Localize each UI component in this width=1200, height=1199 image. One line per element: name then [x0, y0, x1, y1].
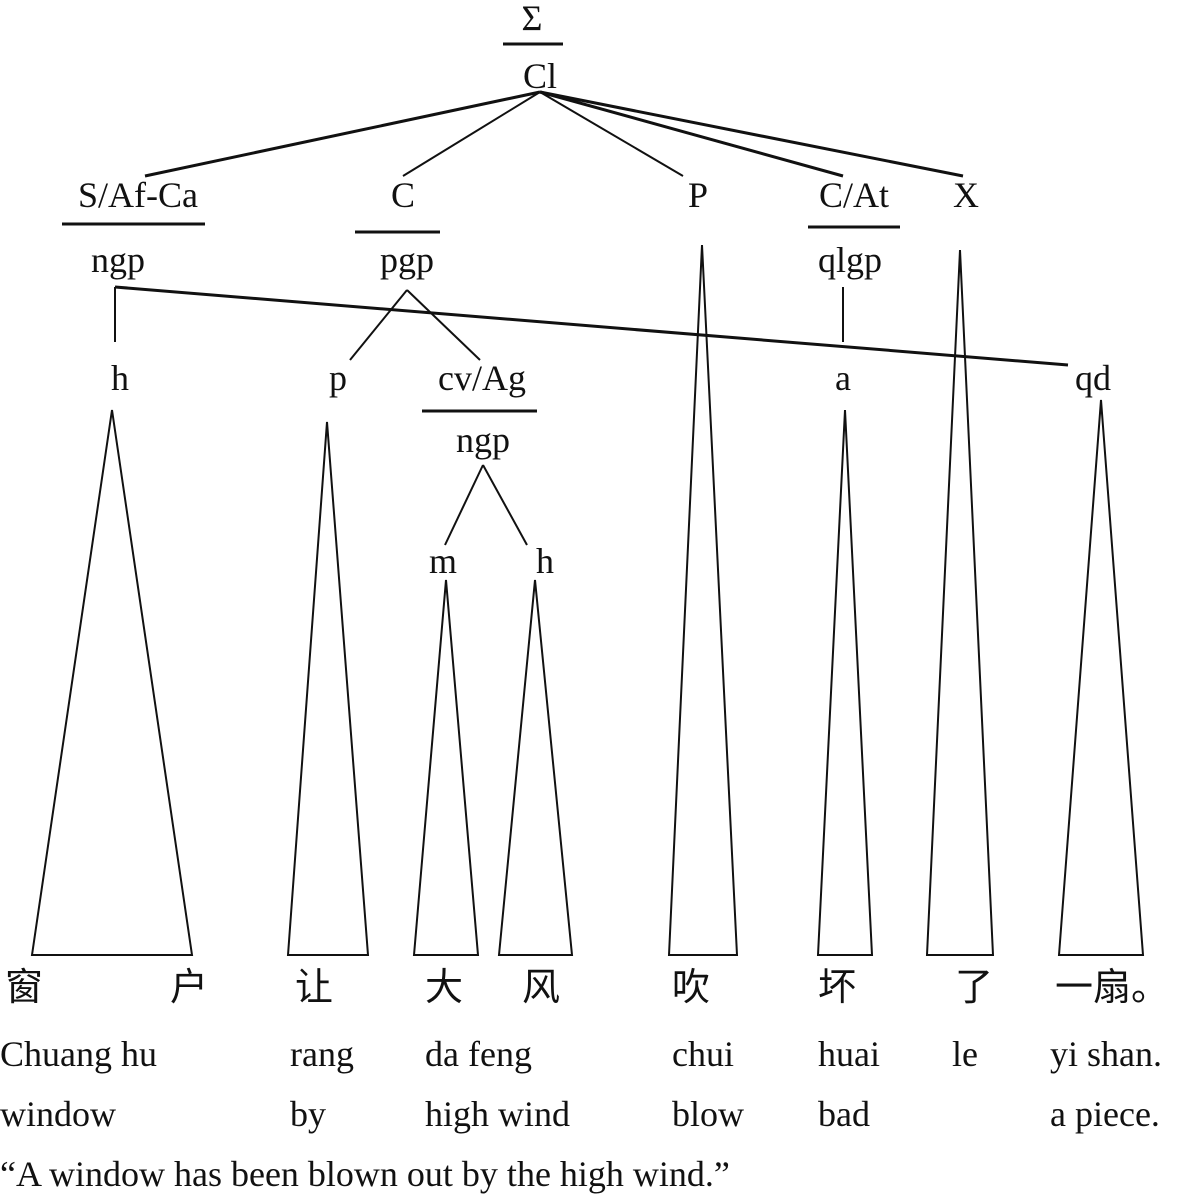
gloss-word: blow: [672, 1094, 744, 1134]
branch-predicator: [539, 91, 684, 177]
modifier-label: m: [429, 541, 457, 581]
pinyin-word: rang: [290, 1034, 354, 1074]
auxiliary-function-label: X: [953, 175, 979, 215]
root-function-label: Σ: [522, 0, 543, 38]
branch-complement: [402, 91, 541, 177]
pinyin-word: da feng: [425, 1034, 532, 1074]
qd-label: qd: [1075, 358, 1111, 398]
chinese-word: 窗: [5, 965, 43, 1009]
chinese-word: 让: [295, 965, 333, 1009]
chinese-word: 吹: [672, 965, 710, 1009]
gloss-word: by: [290, 1094, 326, 1134]
chinese-word: 一扇。: [1055, 965, 1169, 1009]
gloss-word: window: [0, 1094, 116, 1134]
chinese-word: 大: [425, 965, 463, 1009]
chinese-word: 坏: [818, 965, 856, 1009]
gloss-word: high wind: [425, 1094, 570, 1134]
head-2-label: h: [536, 541, 554, 581]
branch-qd: [114, 285, 1069, 367]
free-translation: “A window has been blown out by the high…: [0, 1154, 730, 1194]
complement-class-label: pgp: [380, 240, 434, 280]
branch-subject: [144, 90, 541, 178]
chinese-word: 风: [522, 965, 560, 1009]
pinyin-word: Chuang hu: [0, 1034, 157, 1074]
chinese-word: 户: [170, 965, 208, 1009]
root-class-label: Cl: [523, 56, 557, 96]
attribute-function-label: C/At: [819, 175, 889, 215]
branch-modifier: [444, 464, 484, 546]
triangle-chuanghu: [30, 409, 194, 956]
chinese-word: 了: [955, 965, 993, 1009]
triangle-huai: [816, 409, 874, 956]
subject-function-label: S/Af-Ca: [78, 175, 198, 215]
completive-function-label: cv/Ag: [438, 358, 526, 398]
preposition-label: p: [329, 358, 347, 398]
complement-function-label: C: [391, 175, 415, 215]
triangle-yishan: [1057, 399, 1145, 956]
triangle-le: [925, 249, 995, 956]
completive-class-label: ngp: [456, 420, 510, 460]
head-label: h: [111, 358, 129, 398]
branch-preposition: [349, 289, 408, 361]
subject-class-label: ngp: [91, 240, 145, 280]
triangle-rang: [286, 421, 370, 956]
predicator-function-label: P: [688, 175, 708, 215]
triangle-da: [412, 579, 480, 956]
branch-completive: [406, 289, 481, 361]
branch-attribute: [539, 90, 844, 178]
gloss-word: a piece.: [1050, 1094, 1160, 1134]
gloss-word: bad: [818, 1094, 870, 1134]
branch-auxiliary: [539, 90, 964, 178]
apex-label: a: [835, 358, 851, 398]
attribute-class-label: qlgp: [818, 240, 882, 280]
triangle-chui: [667, 244, 739, 956]
pinyin-word: huai: [818, 1034, 880, 1074]
branch-head-2: [482, 464, 528, 546]
pinyin-word: yi shan.: [1050, 1034, 1162, 1074]
pinyin-word: chui: [672, 1034, 734, 1074]
triangle-feng: [497, 579, 574, 956]
pinyin-word: le: [952, 1034, 978, 1074]
